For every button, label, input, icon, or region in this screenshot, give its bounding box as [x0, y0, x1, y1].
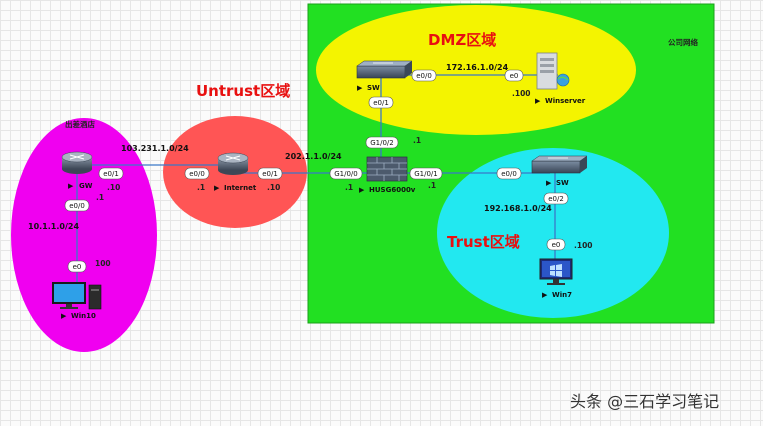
svg-text:e0: e0	[73, 263, 82, 271]
port-win10-e0[interactable]: e0	[67, 260, 87, 273]
net-dmz: 172.16.1.0/24	[446, 63, 509, 72]
switch-dmz[interactable]: SW ▶	[356, 60, 413, 92]
port-inet-e01[interactable]: e0/1	[257, 167, 283, 180]
port-fw-g102[interactable]: G1/0/2	[365, 136, 399, 149]
device-label-internet: Internet	[224, 184, 257, 192]
device-label-winserver: Winserver	[545, 97, 586, 105]
device-label-win10: Win10	[71, 312, 96, 320]
port-gw-e00[interactable]: e0/0	[64, 199, 90, 212]
switch-trust[interactable]: SW ▶	[531, 155, 588, 187]
device-label-sw-dmz: SW	[367, 84, 380, 92]
watermark: 头条 @三石学习笔记	[570, 392, 719, 411]
host-fw-g100: .1	[345, 183, 353, 192]
svg-text:e0/0: e0/0	[416, 72, 432, 80]
company-zone-label: 公司网络	[668, 37, 698, 47]
svg-text:G1/0/2: G1/0/2	[370, 139, 394, 147]
router-arrows-icon	[69, 154, 85, 160]
port-inet-e00[interactable]: e0/0	[184, 167, 210, 180]
host-winserver: .100	[512, 89, 531, 98]
play-marker-icon: ▶	[214, 184, 220, 192]
host-fw-g101: .1	[428, 181, 436, 190]
device-label-fw: HUSG6000v	[369, 186, 416, 194]
host-inet-left: .1	[197, 183, 205, 192]
play-marker-icon: ▶	[68, 182, 74, 190]
router-gw[interactable]: GW ▶	[61, 151, 93, 190]
brick-wall-icon	[367, 157, 407, 181]
host-fw-g102: .1	[413, 136, 421, 145]
svg-text:e0/1: e0/1	[373, 99, 389, 107]
svg-text:e0/0: e0/0	[69, 202, 85, 210]
port-swdmz-e01[interactable]: e0/1	[368, 96, 394, 109]
play-marker-icon: ▶	[357, 84, 363, 92]
svg-text:e0/1: e0/1	[262, 170, 278, 178]
host-inet-right: .10	[267, 183, 280, 192]
dmz-zone-label: DMZ区域	[428, 31, 496, 49]
pc-win7[interactable]: Win7 ▶	[539, 258, 573, 299]
play-marker-icon: ▶	[359, 186, 365, 194]
router-internet[interactable]: Internet ▶	[214, 152, 257, 192]
net-hotel-wan: 103.231.1.0/24	[121, 144, 189, 153]
svg-text:e0: e0	[510, 72, 519, 80]
port-swtrust-e02[interactable]: e0/2	[543, 192, 569, 205]
port-swtrust-e00[interactable]: e0/0	[496, 167, 522, 180]
port-win7-e0[interactable]: e0	[546, 238, 566, 251]
router-arrows-icon	[225, 155, 241, 161]
trust-zone-label: Trust区域	[447, 233, 520, 251]
play-marker-icon: ▶	[542, 291, 548, 299]
untrust-zone-label: Untrust区域	[196, 82, 290, 100]
svg-text:e0/0: e0/0	[189, 170, 205, 178]
play-marker-icon: ▶	[61, 312, 67, 320]
svg-text:e0: e0	[552, 241, 561, 249]
port-swdmz-e00[interactable]: e0/0	[411, 69, 437, 82]
device-label-win7: Win7	[552, 291, 572, 299]
device-label-sw-trust: SW	[556, 179, 569, 187]
net-hotel-lan: 10.1.1.0/24	[28, 222, 79, 231]
device-label-gw: GW	[79, 182, 93, 190]
net-isp: 202.1.1.0/24	[285, 152, 342, 161]
dmz-zone	[316, 5, 636, 135]
trust-zone	[437, 148, 669, 318]
firewall-husg6000v[interactable]: HUSG6000v ▶	[359, 156, 416, 194]
host-gw-wan: .10	[107, 183, 120, 192]
port-gw-e01[interactable]: e0/1	[98, 167, 124, 180]
host-win10: 100	[95, 259, 111, 268]
port-fw-g101[interactable]: G1/0/1	[409, 167, 443, 180]
port-fw-g100[interactable]: G1/0/0	[329, 167, 363, 180]
svg-text:e0/2: e0/2	[548, 195, 564, 203]
net-trust: 192.168.1.0/24	[484, 204, 552, 213]
svg-text:G1/0/0: G1/0/0	[334, 170, 358, 178]
port-winserver-e0[interactable]: e0	[504, 69, 524, 82]
pc-win10[interactable]: Win10 ▶	[52, 282, 102, 320]
svg-text:e0/1: e0/1	[103, 170, 119, 178]
server-winserver[interactable]: Winserver ▶	[535, 52, 586, 105]
svg-text:G1/0/1: G1/0/1	[414, 170, 438, 178]
hotel-zone-label: 出差酒店	[65, 119, 95, 129]
host-win7: .100	[574, 241, 593, 250]
play-marker-icon: ▶	[546, 179, 552, 187]
host-gw-lan: .1	[96, 193, 104, 202]
svg-text:e0/0: e0/0	[501, 170, 517, 178]
play-marker-icon: ▶	[535, 97, 541, 105]
